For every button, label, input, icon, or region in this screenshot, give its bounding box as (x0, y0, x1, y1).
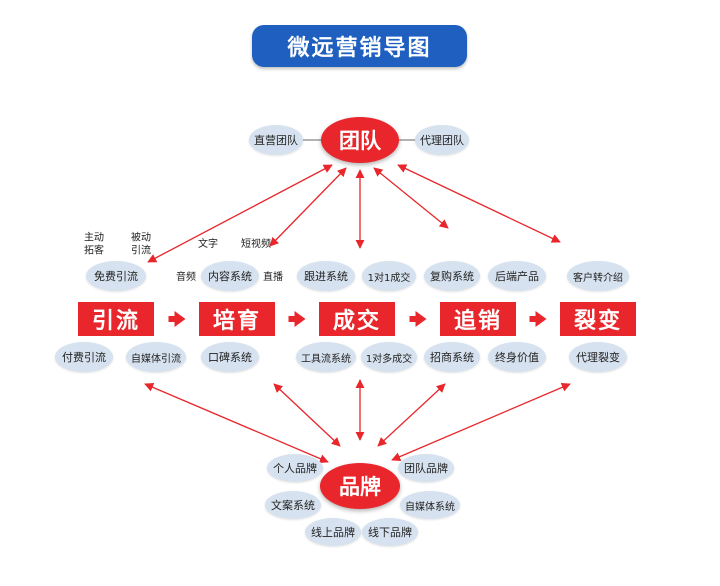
yinliu-paid: 付费引流 (55, 342, 113, 372)
chengjiao-one-to-many: 1对多成交 (361, 342, 417, 372)
flow-arrow-3 (409, 311, 427, 327)
team-hub: 团队 (321, 117, 399, 163)
brand-arrows (144, 379, 571, 463)
stage-zhuixiao: 追销 (440, 302, 516, 336)
peiyu-audio: 音频 (176, 271, 196, 283)
diagram-title: 微远营销导图 (252, 25, 467, 67)
yinliu-passive: 被动 引流 (131, 232, 151, 257)
brand-media-system: 自媒体系统 (400, 491, 460, 519)
chengjiao-follow-up: 跟进系统 (297, 261, 355, 291)
yinliu-media: 自媒体引流 (126, 342, 186, 372)
stage-liebian: 裂变 (560, 302, 636, 336)
zhuixiao-backend: 后端产品 (488, 261, 546, 291)
brand-personal: 个人品牌 (267, 454, 323, 482)
chengjiao-tool-flow: 工具流系统 (296, 342, 356, 372)
peiyu-content-system: 内容系统 (201, 261, 259, 291)
stage-peiyu: 培育 (199, 302, 275, 336)
team-agent: 代理团队 (415, 125, 469, 155)
flow-arrow-1 (168, 311, 186, 327)
flow-arrow-2 (288, 311, 306, 327)
brand-team: 团队品牌 (398, 454, 454, 482)
stage-chengjiao: 成交 (319, 302, 395, 336)
flow-arrow-4 (529, 311, 547, 327)
peiyu-text: 文字 (198, 238, 218, 250)
stage-yinliu: 引流 (78, 302, 154, 336)
yinliu-free: 免费引流 (86, 261, 146, 291)
zhuixiao-lifetime: 终身价值 (488, 342, 546, 372)
brand-online: 线上品牌 (305, 518, 361, 546)
brand-offline: 线下品牌 (362, 518, 418, 546)
brand-copy-system: 文案系统 (265, 491, 321, 519)
yinliu-active: 主动 拓客 (84, 232, 104, 257)
peiyu-live: 直播 (263, 271, 283, 283)
liebian-referral: 客户转介绍 (567, 261, 629, 291)
brand-hub: 品牌 (320, 463, 400, 509)
team-direct: 直营团队 (249, 125, 303, 155)
team-arrows (147, 164, 561, 263)
zhuixiao-repurchase: 复购系统 (424, 261, 480, 291)
peiyu-word-of-mouth: 口碑系统 (201, 342, 259, 372)
chengjiao-one-to-one: 1对1成交 (362, 261, 416, 291)
liebian-agent: 代理裂变 (569, 342, 627, 372)
peiyu-short-video: 短视频 (241, 238, 271, 250)
zhuixiao-recruit: 招商系统 (424, 342, 480, 372)
